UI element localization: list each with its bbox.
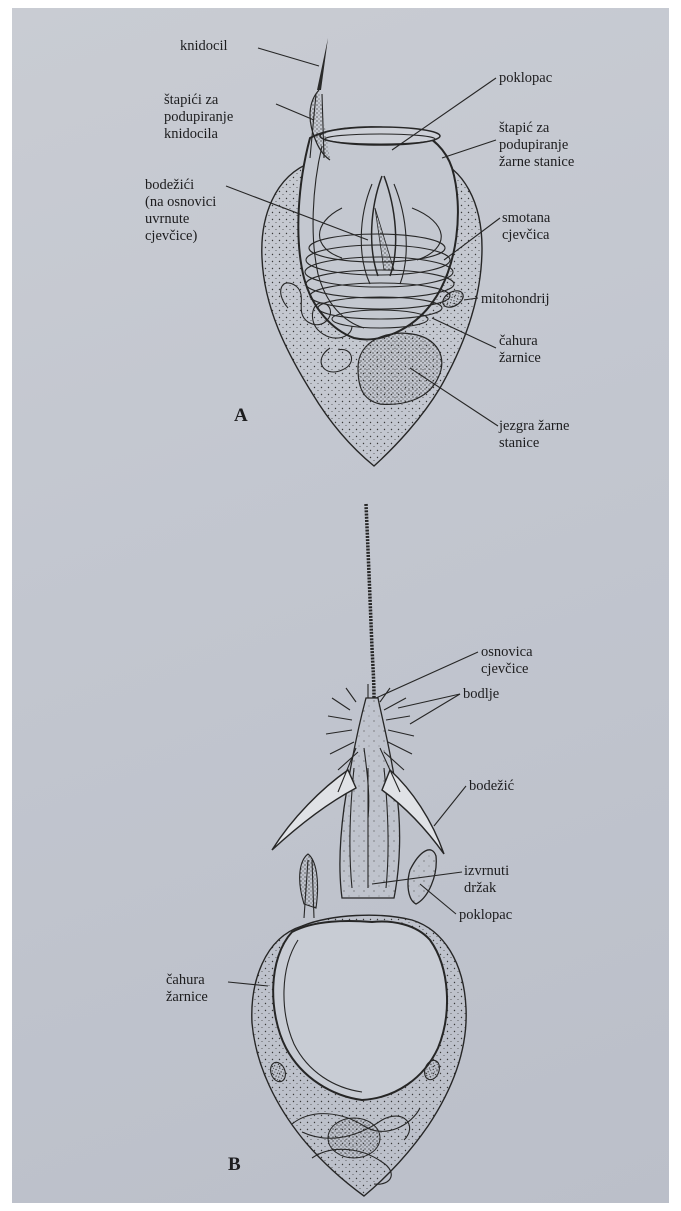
label-stapici-knidocila: štapići za podupiranje knidocila <box>164 92 233 143</box>
label-izvrnuti-drzak: izvrnuti držak <box>464 863 509 897</box>
figure-letter-a: A <box>234 405 248 427</box>
cnidocil-a <box>317 38 328 90</box>
cnidocyte-illustration <box>12 8 669 1203</box>
figure-letter-b: B <box>228 1154 241 1176</box>
label-stapic-zarne-stanice: štapić za podupiranje žarne stanice <box>499 120 574 171</box>
label-bodlje: bodlje <box>463 686 499 703</box>
label-bodezici: bodežići (na osnovici uvrnute cjevčice) <box>145 177 216 245</box>
book-page: knidocil štapići za podupiranje knidocil… <box>12 8 669 1203</box>
label-bodezic: bodežić <box>469 778 514 795</box>
label-poklopac-a: poklopac <box>499 70 552 87</box>
label-knidocil: knidocil <box>180 38 228 55</box>
label-cahura-zarnice-b: čahura žarnice <box>166 972 208 1006</box>
label-smotana-cjevcica: smotana cjevčica <box>502 210 550 244</box>
figure-a-drawing <box>262 38 482 466</box>
thread-b <box>366 504 374 698</box>
label-cahura-zarnice-a: čahura žarnice <box>499 333 541 367</box>
label-osnovica-cjevcice: osnovica cjevčice <box>481 644 533 678</box>
label-jezgra-zarne-stanice: jezgra žarne stanice <box>499 418 569 452</box>
label-mitohondrij: mitohondrij <box>481 291 549 308</box>
label-poklopac-b: poklopac <box>459 907 512 924</box>
figure-b-drawing <box>252 504 466 1196</box>
